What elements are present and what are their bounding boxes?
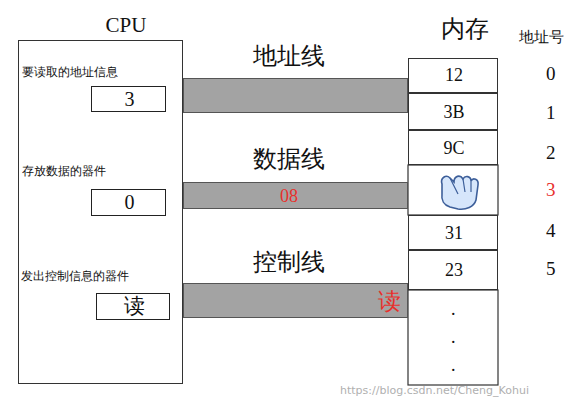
memory-cell: 23 [408,250,498,290]
control-bus-band: 控制线读 [183,283,408,318]
node-text: 内存 [430,16,500,42]
node-text: 23 [409,261,499,281]
node-text: 3 [92,88,167,110]
memory-cell: 3B [408,93,498,130]
memory-cell [408,290,498,385]
node-heading: 数据线 [234,146,344,172]
node-heading: 控制线 [234,249,344,275]
column-header: 地址号 [519,29,564,46]
node-text: 12 [409,66,499,86]
node-heading: 发出控制信息的器件 [21,270,171,283]
address-number: 0 [546,64,556,85]
cpu-box: CPU要读取的地址信息3存放数据的器件0发出控制信息的器件读 [18,40,183,384]
node-heading: 要读取的地址信息 [22,66,162,79]
memory-cell: 12 [408,58,498,93]
watermark: https://blog.csdn.net/Cheng_Kohui [340,385,529,397]
memory-cell: 31 [408,215,498,250]
memory-cell: 9C [408,130,498,165]
node-text: 3B [409,103,499,123]
ellipsis-dot: . [451,356,456,376]
hand-icon [442,176,479,209]
node-text: 9C [409,139,499,159]
control-box: 发出控制信息的器件读 [96,293,170,320]
node-text: 08 [269,187,309,207]
register-box: 存放数据的器件0 [91,189,166,216]
ellipsis-dot: . [451,300,456,320]
address-number: 5 [546,259,556,280]
address-number: 1 [546,103,556,124]
address-number: 2 [546,143,556,164]
node-text: 31 [409,224,499,244]
node-text: 读 [97,295,171,318]
node-text: 读 [372,289,406,314]
ellipsis-dot: . [451,328,456,348]
node-text: 0 [92,191,167,213]
node-text: 地址线 [234,43,344,69]
node-heading: 存放数据的器件 [22,165,162,178]
node-text: CPU [101,14,151,37]
memory-cell [408,165,498,215]
address-number: 3 [546,180,556,201]
address-number: 4 [546,221,556,242]
register-box: 要读取的地址信息3 [91,86,166,112]
address-bus-band: 地址线 [183,78,408,113]
data-bus-band: 数据线08 [183,182,408,209]
